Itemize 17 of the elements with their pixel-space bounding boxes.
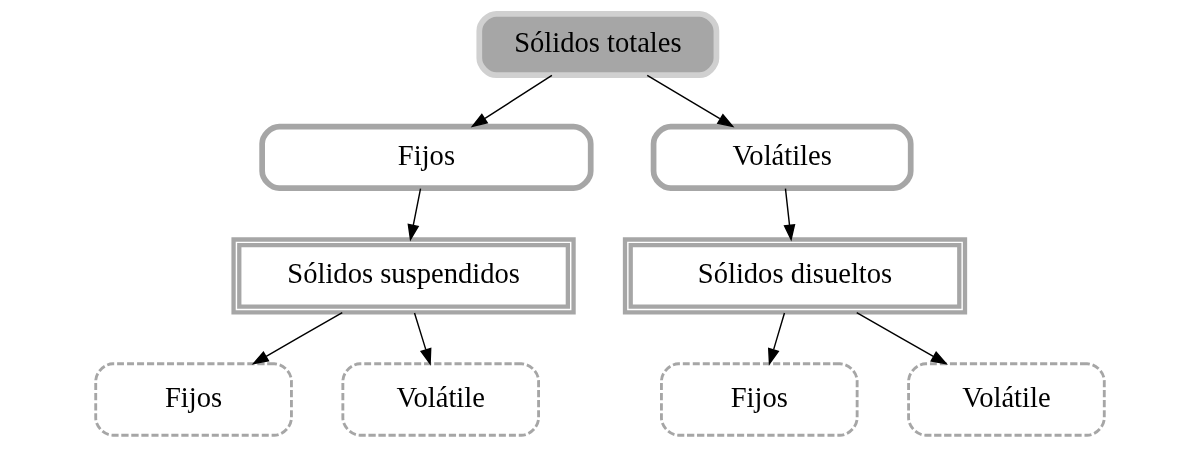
node-box: Sólidos suspendidos <box>231 237 576 315</box>
arrow <box>767 312 786 366</box>
node-box: Volátile <box>341 362 540 437</box>
node-box: Fijos <box>259 123 594 191</box>
node-box: Volátiles <box>650 123 914 191</box>
arrow <box>407 187 422 242</box>
node-box: Volátile <box>907 362 1106 437</box>
arrow <box>413 312 432 366</box>
arrow <box>856 311 948 365</box>
arrow <box>470 74 553 128</box>
arrow <box>251 311 343 365</box>
node-box: Sólidos disueltos <box>622 237 968 315</box>
node-box: Fijos <box>660 362 859 437</box>
arrow <box>646 74 735 128</box>
node-box: Fijos <box>94 362 293 437</box>
arrow <box>783 187 796 242</box>
node-box: Sólidos totales <box>476 10 720 79</box>
